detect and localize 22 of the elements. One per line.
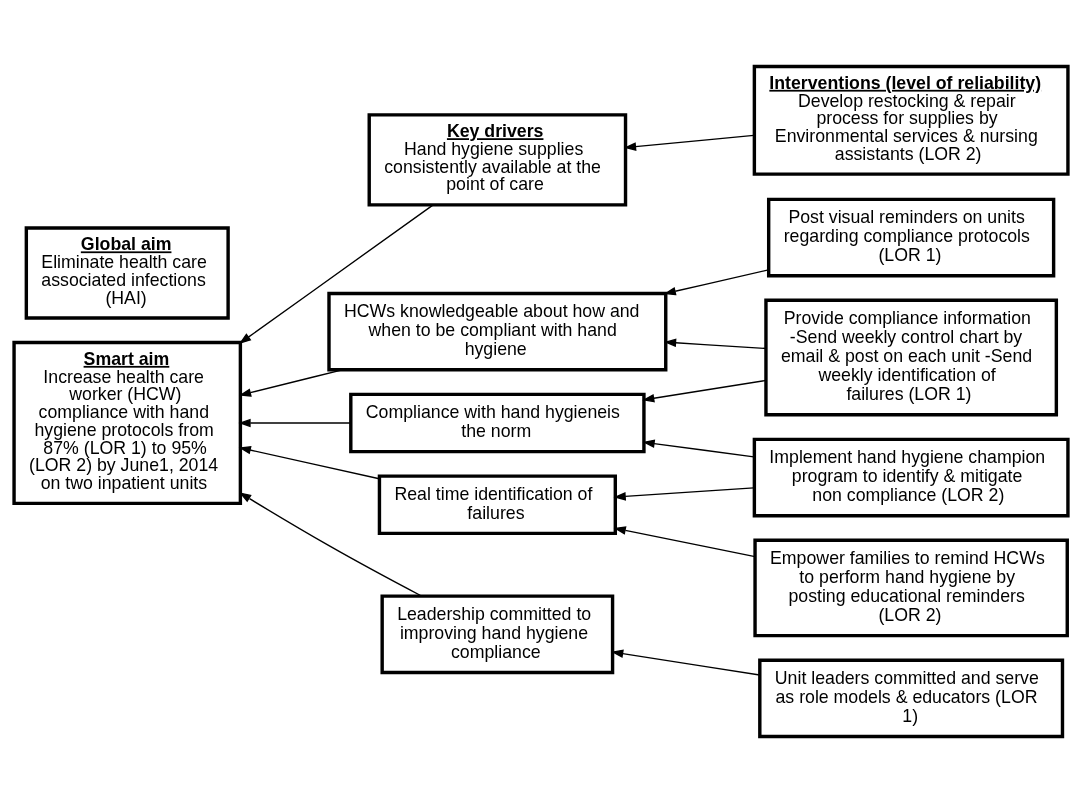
arrow bbox=[238, 204, 434, 344]
node-box: Global aim Eliminate health care associated infections (HAI) bbox=[24, 226, 230, 320]
arrow bbox=[238, 418, 352, 428]
node-box: Unit leaders committed and serve as role models & educators (LOR 1) bbox=[758, 658, 1065, 739]
node-box: Interventions (level of reliability) Develop restocking & repair process for supplies by Environmental services & nursing assistants (LOR 2) bbox=[752, 64, 1070, 176]
node-box: Smart aim Increase health care worker (HCW) compliance with hand hygiene protocols from 87% (LOR 1) to 95% (LOR 2) by June1, 2014 on two inpatient units bbox=[12, 340, 243, 506]
node-box: HCWs knowledgeable about how and when to be compliant with hand hygiene bbox=[327, 291, 668, 372]
arrow bbox=[239, 492, 423, 597]
node-box: Empower families to remind HCWs to perform hand hygiene by posting educational reminders (LOR 2) bbox=[753, 538, 1069, 638]
node-box: Real time identification of failures bbox=[377, 474, 617, 536]
node-box: Key drivers Hand hygiene supplies consistently available at the point of care bbox=[367, 113, 628, 207]
arrow bbox=[238, 445, 380, 480]
node-box: Implement hand hygiene champion program to identify & mitigate non compliance (LOR 2) bbox=[752, 437, 1070, 518]
arrow bbox=[642, 439, 755, 458]
arrow bbox=[613, 526, 756, 558]
node-box: Post visual reminders on units regarding compliance protocols (LOR 1) bbox=[766, 197, 1056, 278]
arrow bbox=[613, 487, 755, 501]
node-box: Provide compliance information -Send weekly control chart by email & post on each unit -Send weekly identification of failures (LOR 1) bbox=[764, 298, 1059, 417]
arrow bbox=[642, 379, 767, 403]
arrow bbox=[611, 649, 761, 676]
node-box: Leadership committed to improving hand hygiene compliance bbox=[380, 594, 615, 675]
node-box: Compliance with hand hygieneis the norm bbox=[349, 392, 646, 454]
